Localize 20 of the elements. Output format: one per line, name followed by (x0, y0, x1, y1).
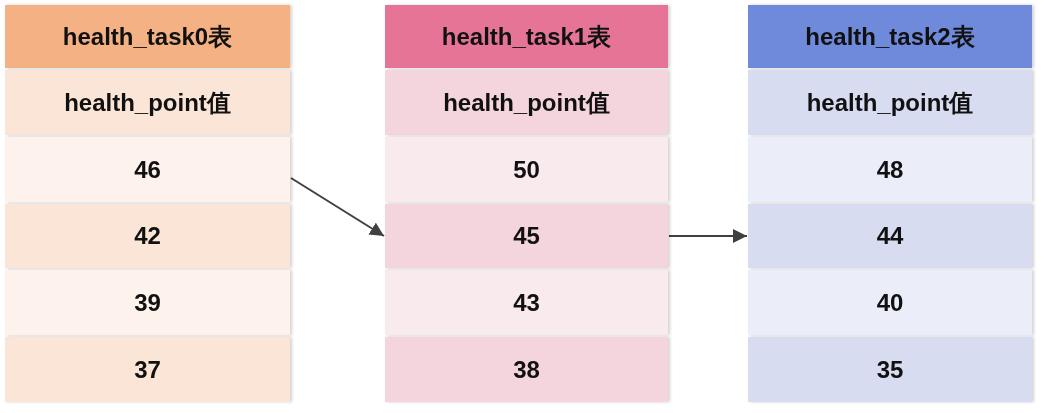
arrow (668, 229, 748, 243)
table-cell: 35 (748, 337, 1032, 402)
column-header: health_point值 (5, 70, 290, 135)
table-cell: 48 (748, 137, 1032, 202)
table-cell: 50 (385, 137, 668, 202)
table-cell: 39 (5, 270, 290, 335)
table-header: health_task1表 (385, 5, 668, 68)
table-header: health_task2表 (748, 5, 1032, 68)
table-cell: 46 (5, 137, 290, 202)
table-header: health_task0表 (5, 5, 290, 68)
table-cell: 45 (385, 204, 668, 268)
arrow (290, 177, 385, 237)
table-cell: 42 (5, 204, 290, 268)
table-cell: 38 (385, 337, 668, 402)
column-header: health_point值 (385, 70, 668, 135)
column-header: health_point值 (748, 70, 1032, 135)
table-cell: 43 (385, 270, 668, 335)
table-cell: 44 (748, 204, 1032, 268)
table-cell: 40 (748, 270, 1032, 335)
table-cell: 37 (5, 337, 290, 402)
